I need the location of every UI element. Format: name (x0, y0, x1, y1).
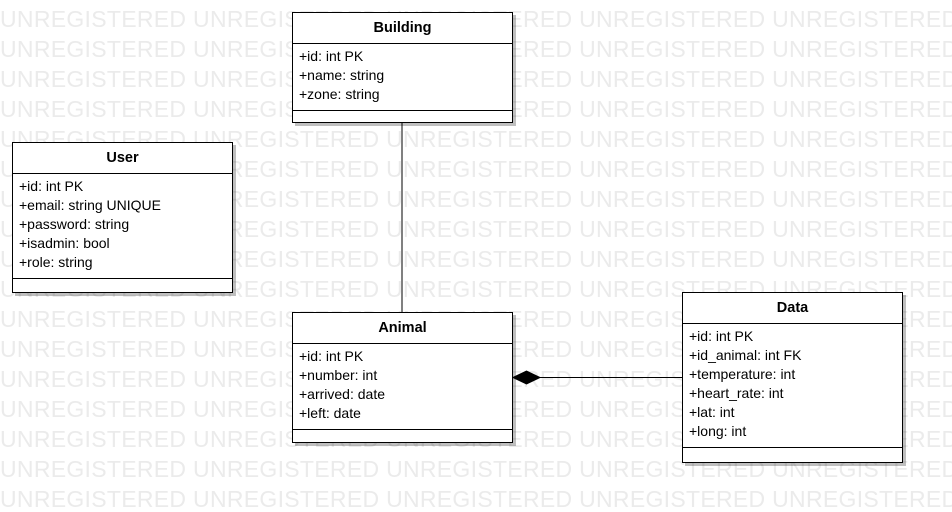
class-name: Animal (293, 313, 512, 344)
class-user[interactable]: User +id: int PK +email: string UNIQUE +… (12, 142, 233, 293)
attribute: +arrived: date (299, 386, 385, 402)
attribute: +id_animal: int FK (689, 347, 802, 363)
attribute: +name: string (299, 67, 385, 83)
attribute: +password: string (19, 216, 130, 232)
attribute: +id: int PK (689, 328, 754, 344)
attribute: +number: int (299, 367, 378, 383)
attribute: +lat: int (689, 404, 735, 420)
class-building[interactable]: Building +id: int PK +name: string +zone… (292, 12, 513, 123)
attribute: +id: int PK (19, 178, 84, 194)
attribute: +left: date (299, 405, 361, 421)
class-name: User (13, 143, 232, 174)
class-animal[interactable]: Animal +id: int PK +number: int +arrived… (292, 312, 513, 443)
attribute: +zone: string (299, 86, 380, 102)
attribute: +role: string (19, 254, 93, 270)
operations-compartment (293, 111, 512, 124)
attribute: +id: int PK (299, 348, 364, 364)
class-name: Data (683, 293, 902, 324)
attribute: +id: int PK (299, 48, 364, 64)
operations-compartment (293, 430, 512, 443)
attribute: +email: string UNIQUE (19, 197, 161, 213)
composition-diamond-icon (511, 370, 542, 385)
operations-compartment (13, 279, 232, 292)
attribute: +temperature: int (689, 366, 796, 382)
attribute-list: +id: int PK +name: string +zone: string (293, 44, 512, 111)
attribute-list: +id: int PK +email: string UNIQUE +passw… (13, 174, 232, 279)
attribute: +heart_rate: int (689, 385, 784, 401)
attribute: +isadmin: bool (19, 235, 110, 251)
attribute-list: +id: int PK +number: int +arrived: date … (293, 344, 512, 430)
operations-compartment (683, 448, 902, 461)
class-data[interactable]: Data +id: int PK +id_animal: int FK +tem… (682, 292, 903, 463)
class-name: Building (293, 13, 512, 44)
attribute-list: +id: int PK +id_animal: int FK +temperat… (683, 324, 902, 448)
attribute: +long: int (689, 423, 747, 439)
